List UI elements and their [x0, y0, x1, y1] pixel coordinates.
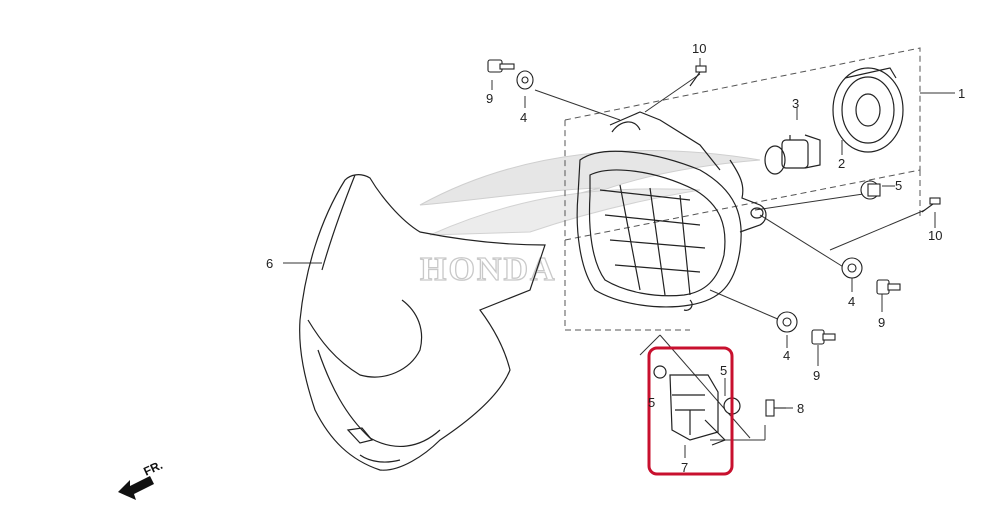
- callout-4: 4: [520, 110, 527, 125]
- callout-4: 4: [783, 348, 790, 363]
- bolt-icon: [876, 279, 901, 295]
- callouts: 1 2 3 4 4 4 5 5 5 6 7 8 9 9 9 10 10: [266, 41, 965, 475]
- screw-icon: [921, 197, 941, 213]
- grommet-icon: [841, 257, 863, 279]
- headlight-cowl: [299, 174, 546, 471]
- callout-8: 8: [797, 401, 804, 416]
- bolt-icon: [487, 59, 515, 73]
- front-direction-indicator: FR.: [118, 458, 165, 500]
- callout-9: 9: [813, 368, 820, 383]
- callout-6: 6: [266, 256, 273, 271]
- callout-10: 10: [692, 41, 706, 56]
- callout-9: 9: [878, 315, 885, 330]
- callout-10: 10: [928, 228, 942, 243]
- callout-5: 5: [648, 395, 655, 410]
- watermark-text: HONDA: [420, 251, 557, 288]
- headlight-socket: [832, 67, 904, 153]
- leader-lines: [283, 58, 955, 458]
- screw-icon: [689, 65, 707, 87]
- headlight-bulb: [764, 134, 821, 175]
- grommet-icon: [516, 70, 534, 90]
- headlight-unit: [576, 111, 767, 311]
- fasteners: [487, 59, 941, 417]
- bolt-icon: [811, 329, 836, 345]
- callout-7: 7: [681, 460, 688, 475]
- screw-icon: [765, 399, 786, 417]
- grommet-icon: [776, 311, 798, 333]
- callout-1: 1: [958, 86, 965, 101]
- callout-9: 9: [486, 91, 493, 106]
- callout-2: 2: [838, 156, 845, 171]
- callout-4: 4: [848, 294, 855, 309]
- callout-5: 5: [720, 363, 727, 378]
- callout-3: 3: [792, 96, 799, 111]
- front-arrow-icon: [118, 476, 154, 500]
- callout-5: 5: [895, 178, 902, 193]
- direction-label: FR.: [141, 458, 164, 479]
- highlight-box: [647, 346, 734, 476]
- collar-icon: [860, 180, 881, 200]
